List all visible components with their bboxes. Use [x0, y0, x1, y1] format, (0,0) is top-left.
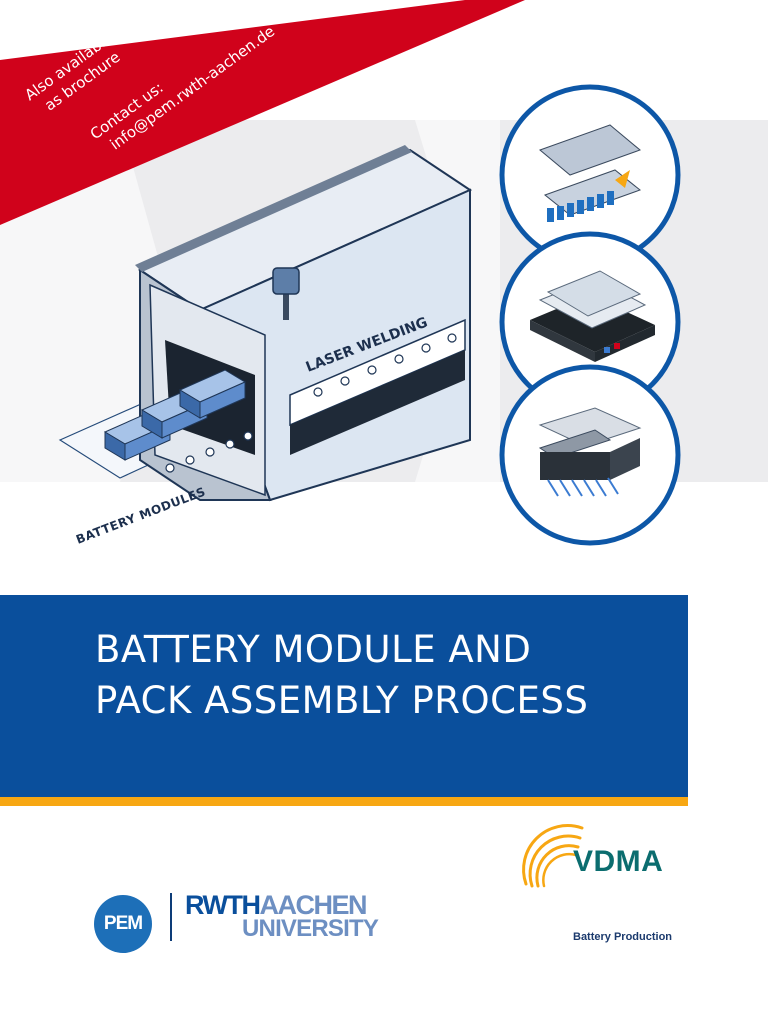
battery-modules-label: BATTERY MODULES — [74, 484, 208, 546]
laser-welding-illustration: LASER WELDING BATTERY MODULES — [0, 84, 681, 547]
battery-module — [178, 369, 247, 419]
info-ribbon: Also available as brochure Contact us: i… — [0, 0, 525, 225]
module-assembly-circle — [499, 364, 681, 546]
vdma-arcs-icon — [522, 824, 584, 888]
title-accent-stripe — [0, 797, 688, 806]
rwth-logo-dark: RWTH — [185, 890, 261, 920]
chevron-shape — [415, 120, 500, 482]
pem-logo: PEM — [94, 895, 152, 953]
vdma-logo-text: VDMA — [573, 845, 664, 878]
vdma-subtitle: Battery Production — [573, 931, 673, 943]
page-title: BATTERY MODULE AND PACK ASSEMBLY PROCESS — [95, 624, 685, 726]
conveyor-rollers — [165, 333, 457, 473]
beacon-light — [272, 267, 300, 295]
ribbon-band — [0, 0, 525, 225]
module-housing-circle — [499, 231, 681, 413]
title-banner — [0, 595, 688, 797]
logo-separator — [170, 893, 172, 941]
title-line-1: BATTERY MODULE AND — [95, 628, 532, 671]
chevron-shape — [0, 120, 170, 482]
beacon-pole — [283, 275, 289, 320]
rwth-logo-light: AACHEN — [259, 890, 368, 920]
rwth-aachen-logo: RWTHAACHEN UNIVERSITY — [185, 892, 379, 942]
rwth-logo-university: UNIVERSITY — [242, 915, 379, 942]
machine-roof-trim — [135, 145, 412, 272]
title-line-2: PACK ASSEMBLY PROCESS — [95, 679, 589, 722]
machine-rail-dark — [290, 350, 465, 455]
cell-holder-circle — [499, 84, 681, 266]
